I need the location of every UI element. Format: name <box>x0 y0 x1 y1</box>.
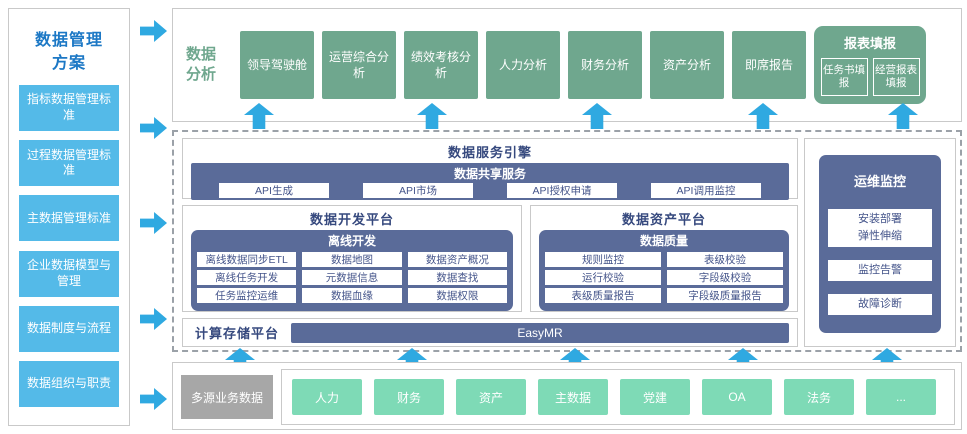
data-quality-group: 数据质量 规则监控 表级校验 运行校验 字段级校验 表级质量报告 字段级质量报告 <box>539 230 789 311</box>
right-arrow-icon <box>140 20 167 42</box>
cell-table-quality-report: 表级质量报告 <box>545 288 661 303</box>
api-call-monitor-box: API调用监控 <box>651 183 761 198</box>
cell-data-map: 数据地图 <box>302 252 402 267</box>
analysis-box-hr: 人力分析 <box>486 31 560 99</box>
analysis-box-operation: 运营综合分析 <box>322 31 396 99</box>
api-box-row: API生成 API市场 API授权申请 API调用监控 <box>191 182 789 198</box>
analysis-box-performance: 绩效考核分析 <box>404 31 478 99</box>
data-service-engine-panel: 数据服务引擎 数据共享服务 API生成 API市场 API授权申请 API调用监… <box>182 138 798 200</box>
cell-field-quality-report: 字段级质量报告 <box>667 288 783 303</box>
compute-storage-title: 计算存储平台 <box>195 326 280 341</box>
sidebar-item-list: 指标数据管理标准 过程数据管理标准 主数据管理标准 企业数据模型与管理 数据制度… <box>19 85 119 407</box>
sidebar-item-process-data-standard: 过程数据管理标准 <box>19 140 119 187</box>
source-box-legal: 法务 <box>784 379 854 415</box>
source-box-finance: 财务 <box>374 379 444 415</box>
data-quality-title: 数据质量 <box>639 234 688 248</box>
right-arrow-icon <box>140 117 167 139</box>
cell-data-permission: 数据权限 <box>407 288 507 303</box>
sidebar-item-master-data-standard: 主数据管理标准 <box>19 195 119 242</box>
source-box-master-data: 主数据 <box>538 379 608 415</box>
source-box-oa: OA <box>702 379 772 415</box>
api-generate-box: API生成 <box>219 183 329 198</box>
report-item-business-report: 经营报表填报 <box>872 58 920 96</box>
ops-item-monitor-alert: 监控告警 <box>828 260 932 281</box>
platform-dashed-container: 数据服务引擎 数据共享服务 API生成 API市场 API授权申请 API调用监… <box>172 130 962 352</box>
source-box-party: 党建 <box>620 379 690 415</box>
sidebar-item-data-org-duty: 数据组织与职责 <box>19 360 119 407</box>
right-arrow-icon <box>140 308 167 330</box>
report-filling-panel: 报表填报 任务书填报 经营报表填报 <box>814 26 926 104</box>
ops-item-install-scale: 安装部署 弹性伸缩 <box>828 209 932 247</box>
analysis-box-adhoc-report: 即席报告 <box>732 31 806 99</box>
report-filling-items: 任务书填报 经营报表填报 <box>820 58 920 96</box>
offline-dev-title: 离线开发 <box>327 234 376 248</box>
data-dev-platform-panel: 数据开发平台 离线开发 离线数据同步ETL 数据地图 数据资产概况 离线任务开发… <box>182 205 522 312</box>
cell-offline-etl: 离线数据同步ETL <box>197 252 297 267</box>
ops-monitor-title: 运维监控 <box>853 174 906 189</box>
report-filling-title: 报表填报 <box>843 36 896 51</box>
analysis-box-leader-cockpit: 领导驾驶舱 <box>240 31 314 99</box>
data-asset-platform-panel: 数据资产平台 数据质量 规则监控 表级校验 运行校验 字段级校验 表级质量报告 … <box>530 205 798 312</box>
api-authorization-box: API授权申请 <box>507 183 617 198</box>
cell-run-check: 运行校验 <box>545 270 661 285</box>
sidebar-solution-panel: 数据管理 方案 指标数据管理标准 过程数据管理标准 主数据管理标准 企业数据模型… <box>8 8 130 426</box>
analysis-box-finance: 财务分析 <box>568 31 642 99</box>
ops-monitor-panel: 运维监控 安装部署 弹性伸缩 监控告警 故障诊断 <box>804 138 956 347</box>
report-item-task-book: 任务书填报 <box>820 58 868 96</box>
offline-dev-grid: 离线数据同步ETL 数据地图 数据资产概况 离线任务开发 元数据信息 数据查找 … <box>197 252 507 303</box>
cell-task-monitor-ops: 任务监控运维 <box>197 288 297 303</box>
data-service-engine-title: 数据服务引擎 <box>447 145 532 160</box>
cell-data-lineage: 数据血缘 <box>302 288 402 303</box>
cell-metadata-info: 元数据信息 <box>302 270 402 285</box>
data-analysis-panel: 数据 分析 领导驾驶舱 运营综合分析 绩效考核分析 人力分析 财务分析 资产分析… <box>172 8 962 122</box>
multi-source-label: 多源业务数据 <box>181 375 273 419</box>
cell-data-search: 数据查找 <box>407 270 507 285</box>
cell-table-check: 表级校验 <box>667 252 783 267</box>
source-box-more: ... <box>866 379 936 415</box>
data-share-service-bar: 数据共享服务 API生成 API市场 API授权申请 API调用监控 <box>191 163 789 200</box>
source-box-hr: 人力 <box>292 379 362 415</box>
business-sources-panel: 多源业务数据 人力 财务 资产 主数据 党建 OA 法务 ... <box>172 362 962 430</box>
solution-title: 数据管理 方案 <box>34 32 103 73</box>
data-asset-platform-title: 数据资产平台 <box>621 212 706 227</box>
ops-monitor-group: 运维监控 安装部署 弹性伸缩 监控告警 故障诊断 <box>819 155 941 333</box>
compute-storage-panel: 计算存储平台 EasyMR <box>182 318 798 347</box>
source-box-asset: 资产 <box>456 379 526 415</box>
right-arrow-icon <box>140 388 167 410</box>
sidebar-item-data-policy-process: 数据制度与流程 <box>19 305 119 352</box>
sidebar-item-indicator-data-standard: 指标数据管理标准 <box>19 85 119 131</box>
data-share-service-title: 数据共享服务 <box>453 167 526 181</box>
data-quality-grid: 规则监控 表级校验 运行校验 字段级校验 表级质量报告 字段级质量报告 <box>545 252 783 303</box>
offline-dev-group: 离线开发 离线数据同步ETL 数据地图 数据资产概况 离线任务开发 元数据信息 … <box>191 230 513 311</box>
api-market-box: API市场 <box>363 183 473 198</box>
cell-rule-monitor: 规则监控 <box>545 252 661 267</box>
easymr-bar: EasyMR <box>291 322 790 343</box>
cell-field-check: 字段级校验 <box>667 270 783 285</box>
data-dev-platform-title: 数据开发平台 <box>309 212 394 227</box>
sidebar-item-enterprise-data-model: 企业数据模型与管理 <box>19 250 119 297</box>
source-box-container: 人力 财务 资产 主数据 党建 OA 法务 ... <box>281 369 955 425</box>
cell-asset-overview: 数据资产概况 <box>407 252 507 267</box>
ops-item-fault-diagnosis: 故障诊断 <box>828 294 932 315</box>
cell-offline-task-dev: 离线任务开发 <box>197 270 297 285</box>
right-arrow-icon <box>140 212 167 234</box>
data-analysis-label: 数据 分析 <box>186 45 217 83</box>
analysis-box-asset: 资产分析 <box>650 31 724 99</box>
